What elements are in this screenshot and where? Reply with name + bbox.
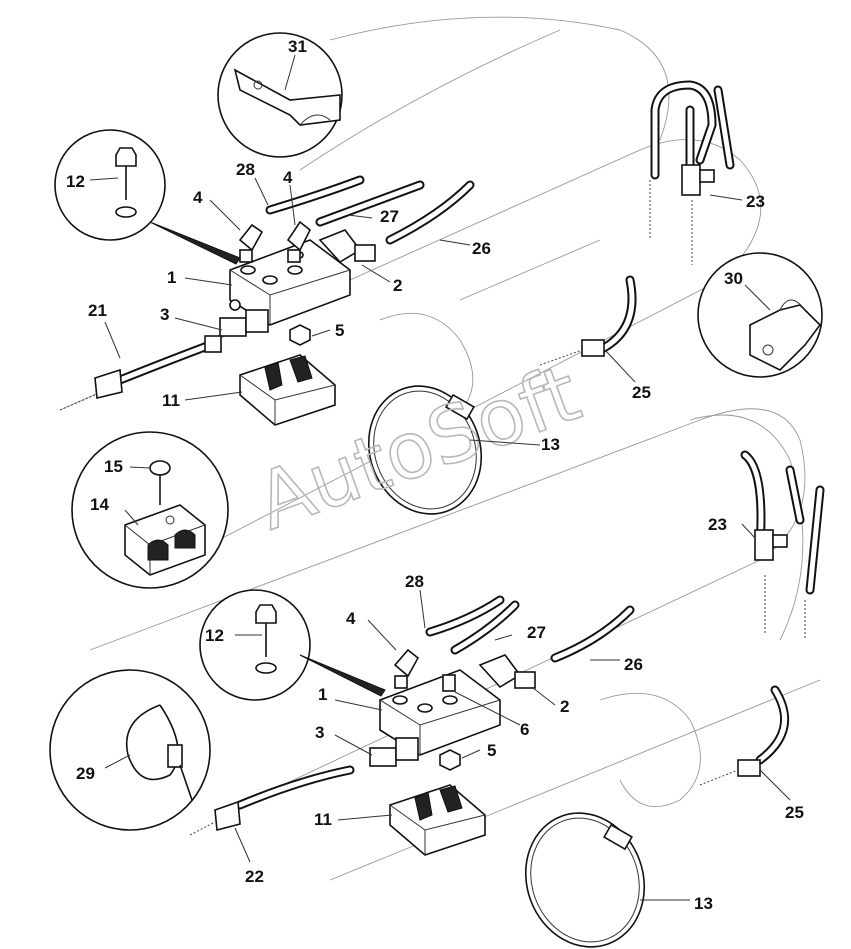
callout-23-lower: 23 [708,515,727,534]
callout-30: 30 [724,269,743,288]
callout-28-lower: 28 [405,572,424,591]
callout-4-upper-a: 4 [193,188,203,207]
callout-31: 31 [288,37,307,56]
callout-3-upper: 3 [160,305,169,324]
callout-25-upper: 25 [632,383,651,402]
callout-28-upper: 28 [236,160,255,179]
callout-11-upper: 11 [162,391,180,410]
valve-block-lower [369,648,536,767]
callout-27-upper: 27 [380,207,399,226]
clamp-block-upper [239,354,336,426]
upper-hoses [115,175,637,385]
callout-26-upper: 26 [472,239,491,258]
hose-22 [189,800,241,836]
callout-22: 22 [245,867,264,886]
hose-clamp-upper [367,385,483,515]
inset-bolt-12-lower [199,589,386,701]
inset-bolt-12-upper [54,129,241,265]
callout-27-lower: 27 [527,623,546,642]
callout-6: 6 [520,720,529,739]
inset-cable-tie-29 [49,669,211,831]
hose-25-lower [699,759,761,786]
callout-11-lower: 11 [314,810,332,829]
callout-4-lower: 4 [346,609,356,628]
callout-14: 14 [90,495,109,514]
callout-5-upper: 5 [335,321,344,340]
callout-13-lower: 13 [694,894,713,913]
hose-25-upper [539,339,605,366]
bolt-5-lower [439,749,461,771]
valve-block-upper [219,220,376,337]
callout-21: 21 [88,301,107,320]
inset-bracket-31 [217,32,343,158]
callout-3-lower: 3 [315,723,324,742]
callout-labels: 31 12 28 4 4 27 26 1 2 21 3 5 11 23 30 2… [66,37,804,913]
callout-12-lower: 12 [205,626,224,645]
inset-bracket-30 [697,252,823,378]
callout-2-upper: 2 [393,276,402,295]
hose-21 [59,335,222,411]
leader-lines [89,54,791,901]
callout-13-upper: 13 [541,435,560,454]
callout-4-upper-b: 4 [283,168,293,187]
callout-1-upper: 1 [167,268,176,287]
callout-12-upper: 12 [66,172,85,191]
callout-26-lower: 26 [624,655,643,674]
callout-5-lower: 5 [487,741,496,760]
callout-25-lower: 25 [785,803,804,822]
hose-clamp-lower [524,812,646,948]
callout-23-upper: 23 [746,192,765,211]
upper-right-hose-bundle [649,80,735,265]
inset-clamp-14 [71,431,229,589]
bolt-5-upper [289,324,311,346]
callout-15: 15 [104,457,123,476]
callout-2-lower: 2 [560,697,569,716]
callout-1-lower: 1 [318,685,327,704]
callout-29: 29 [76,764,95,783]
lower-hoses [235,450,825,810]
clamp-block-lower [389,784,486,856]
